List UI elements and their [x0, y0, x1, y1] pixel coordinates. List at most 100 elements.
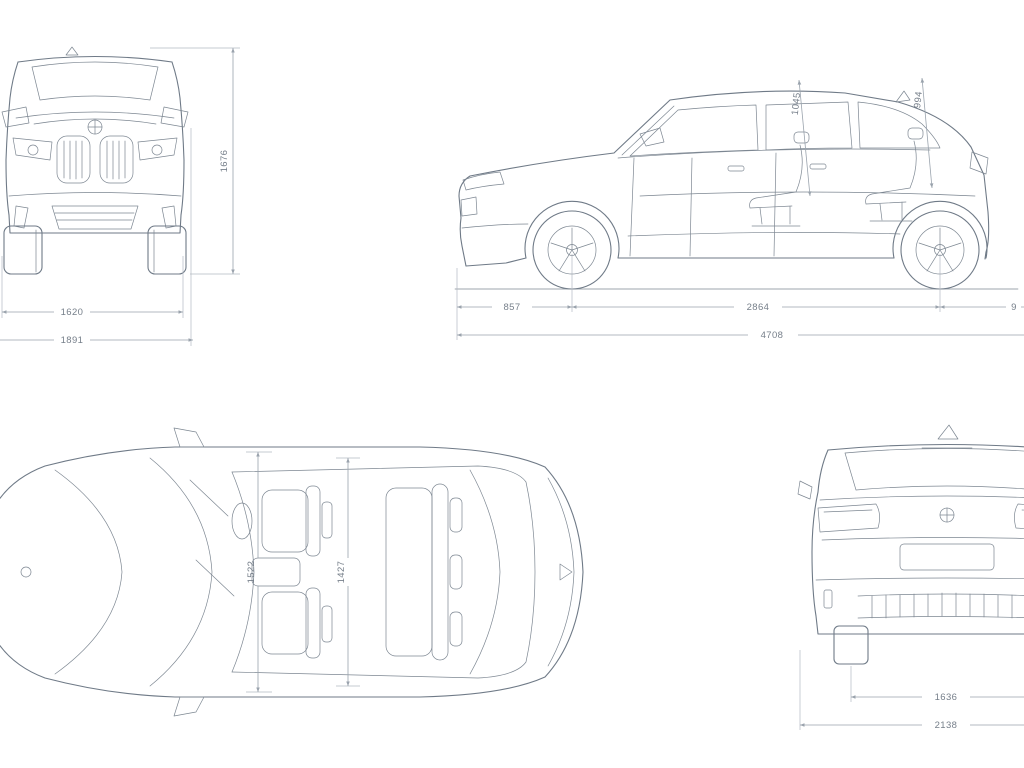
license-plate-recess [899, 543, 995, 571]
bmw-roundel-rear [939, 507, 955, 523]
front-headroom-label: 1045 [790, 92, 803, 116]
front-overhang-label: 857 [503, 302, 520, 313]
side-mirror [639, 127, 665, 147]
front-overhang-dimension: 857 [457, 302, 572, 313]
rear-overhang-dimension: 9 [940, 302, 1024, 313]
beltline [617, 148, 931, 159]
antenna-fin-side [895, 90, 911, 103]
overall-length-dimension: 4708 [457, 330, 1024, 341]
rear-window-line [469, 469, 501, 675]
glasshouse-outline [231, 465, 536, 679]
rear-bench-seat [385, 483, 463, 661]
front-headroom-dimension: 1045 [790, 79, 812, 197]
front-height-label: 1676 [219, 150, 230, 173]
taillight-right [1014, 503, 1024, 529]
front-tire-edges [35, 229, 155, 273]
front-interior-width-label: 1522 [246, 561, 257, 584]
bmw-roundel-hood [20, 566, 32, 578]
headlight-right [137, 137, 178, 161]
front-view: 1676 1620 1891 [0, 46, 240, 346]
antenna-fin-rear [937, 424, 959, 440]
side-grille [460, 196, 478, 217]
rear-interior-width-dimension: 1427 [336, 458, 360, 686]
taillight-left [817, 503, 880, 533]
rear-headroom-dimension: 994 [912, 77, 934, 189]
rear-headroom-label: 994 [912, 91, 925, 109]
antenna-fin-top [559, 563, 573, 581]
kidney-grille-right [99, 135, 134, 184]
rear-wheel-left [833, 625, 869, 665]
steering-wheel [231, 502, 253, 540]
rocker-line [627, 232, 901, 237]
top-mirror-left [173, 427, 205, 448]
rear-window [844, 448, 1024, 491]
reflector-left [823, 589, 833, 609]
grille-slats [63, 140, 126, 180]
door-cut-lines [629, 152, 777, 257]
kidney-grille-left [56, 135, 91, 184]
top-body-outline [0, 446, 584, 698]
door-handle-rear [809, 163, 827, 170]
bmw-roundel-front [87, 119, 103, 135]
front-air-intake [51, 205, 139, 230]
front-wheel-right [147, 225, 187, 275]
rear-diffuser [857, 592, 1024, 619]
door-handle-front [727, 165, 745, 172]
rear-width-label: 2138 [935, 720, 958, 731]
front-interior-width-dimension: 1522 [246, 452, 272, 692]
side-headlight [462, 171, 505, 191]
rear-door-window [765, 101, 853, 151]
hood-crease-line [54, 469, 123, 675]
rear-interior-width-label: 1427 [336, 561, 347, 584]
front-windshield [31, 61, 159, 101]
overall-length-label: 4708 [761, 330, 784, 341]
cowl-line [149, 457, 213, 687]
front-track-label: 1620 [61, 307, 84, 318]
headlight-left-lens [27, 144, 39, 156]
side-rear-seat [865, 127, 924, 222]
wheelbase-label: 2864 [747, 302, 770, 313]
side-mirror-left [1, 106, 30, 128]
tailgate-line-top [547, 477, 575, 667]
front-body-outline [5, 55, 185, 234]
rear-bumper-line [815, 577, 1024, 581]
rear-track-label: 1636 [935, 692, 958, 703]
side-bumper-intake [461, 223, 529, 229]
front-wheel-left [3, 225, 43, 275]
roof-antenna-fin [65, 46, 79, 56]
rear-mirror-left [797, 480, 813, 500]
headlight-left [12, 137, 53, 161]
driver-seat [261, 485, 333, 557]
rear-body-outline [811, 443, 1024, 635]
side-taillight [969, 151, 989, 175]
side-mirror-right [160, 106, 189, 128]
rear-view: 1636 2138 [797, 424, 1024, 731]
wheelbase-dimension: 2864 [572, 302, 940, 313]
front-width-dimension: 1891 [0, 128, 193, 346]
rear-track-dimension: 1636 [851, 666, 1024, 703]
front-track-dimension: 1620 [2, 256, 183, 318]
top-view: 1522 1427 [0, 427, 584, 717]
passenger-seat [261, 587, 333, 659]
character-line [639, 191, 976, 197]
front-door-window [629, 104, 759, 157]
front-width-label: 1891 [61, 335, 84, 346]
a-pillar-line [621, 105, 675, 156]
headlight-right-lens [151, 144, 163, 156]
center-console [251, 557, 301, 587]
top-mirror-right [173, 696, 205, 717]
tailgate-lines [819, 495, 1024, 541]
side-front-seat [749, 131, 810, 227]
side-extension-lines [456, 254, 941, 340]
front-side-vents [13, 205, 177, 229]
front-bumper-line [8, 192, 182, 197]
front-wheel-arch [524, 200, 620, 259]
rear-width-dimension: 2138 [800, 650, 1024, 731]
hood-lines [15, 111, 175, 125]
rear-overhang-label: 9 [1011, 302, 1017, 313]
wiper-lines [189, 479, 235, 597]
side-body-outline [458, 90, 990, 267]
front-height-dimension: 1676 [150, 47, 240, 275]
